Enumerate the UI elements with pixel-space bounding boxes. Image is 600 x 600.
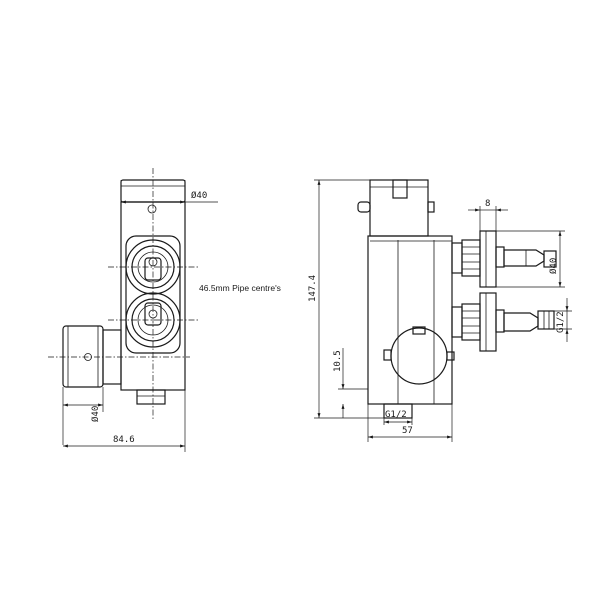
left-knob [62, 325, 122, 388]
side-top-cap [357, 179, 435, 237]
side-height-label: 147.4 [308, 275, 318, 302]
side-lower-label: 10.5 [333, 350, 343, 372]
dim-side-thread: G1/2 [554, 298, 572, 342]
side-stub-label: 8 [485, 199, 490, 209]
front-dia-left-label: Ø40 [90, 406, 101, 422]
dim-front-dia-top: Ø40 [120, 180, 218, 206]
dim-side-height: 147.4 [308, 179, 384, 419]
front-view: Ø40 Ø40 84.6 [48, 168, 218, 452]
side-bottom-inlet [383, 403, 413, 419]
side-upper-outlet [451, 230, 557, 288]
front-dia-top-label: Ø40 [191, 190, 207, 201]
side-body [367, 235, 453, 405]
dim-side-inlet: G1/2 [383, 410, 413, 425]
dim-side-depth: 57 [367, 404, 453, 442]
side-knob [383, 326, 455, 385]
side-inlet-label: G1/2 [385, 410, 407, 420]
pipe-centres-note: 46.5mm Pipe centre's [199, 283, 281, 293]
side-depth-label: 57 [402, 426, 413, 436]
dim-front-width: 84.6 [63, 390, 186, 452]
side-view: 147.4 10.5 G1/2 57 [308, 179, 572, 442]
dim-side-dia: Ø40 [496, 230, 565, 288]
dim-front-dia-left: Ø40 [62, 387, 104, 445]
dim-side-stub: 8 [468, 199, 508, 231]
side-lower-outlet [451, 292, 555, 352]
bottom-inlet [136, 389, 166, 405]
side-dia-label: Ø40 [548, 258, 559, 274]
front-width-label: 84.6 [113, 435, 135, 445]
side-thread-label: G1/2 [556, 311, 566, 333]
dim-side-lower: 10.5 [333, 348, 368, 418]
